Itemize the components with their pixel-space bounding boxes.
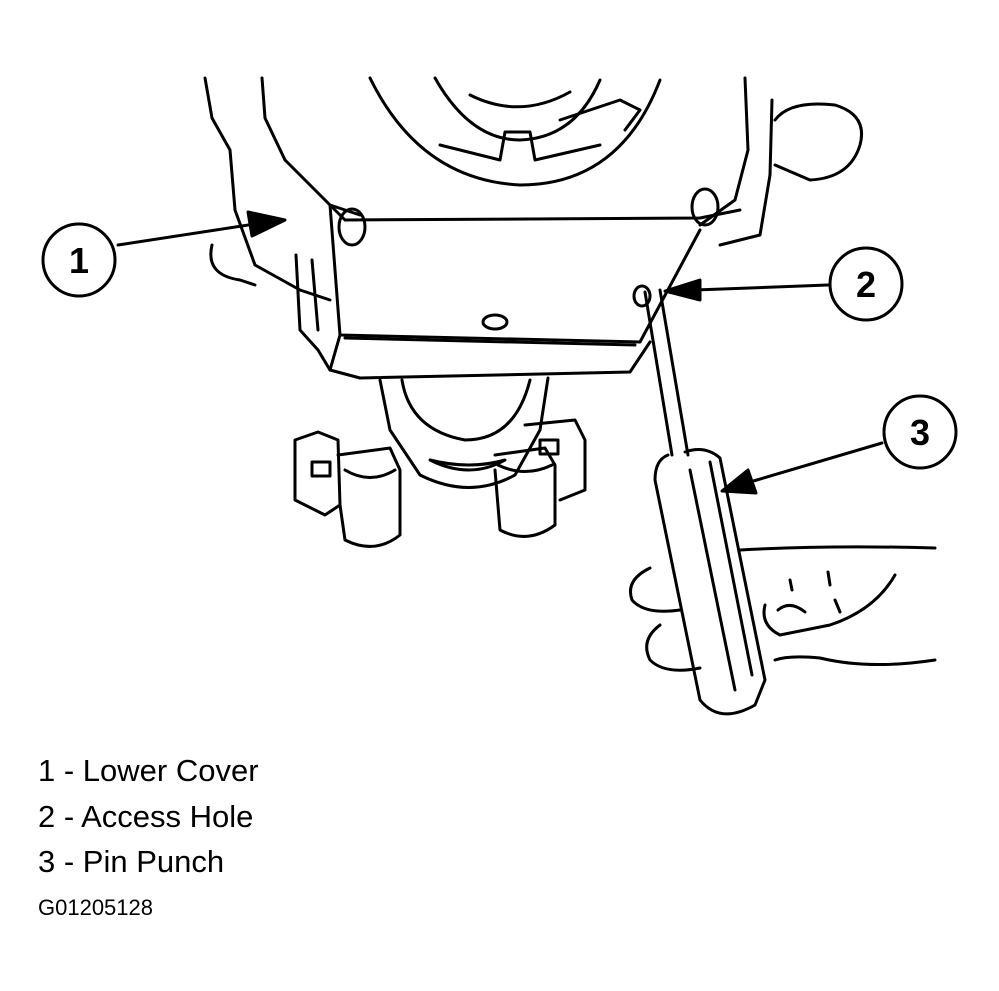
hand	[629, 545, 937, 672]
callout-number-1: 1	[69, 240, 89, 281]
legend-item-2: 2 - Access Hole	[38, 798, 254, 834]
callout-circle-2	[828, 246, 904, 322]
callout-circle-3	[882, 394, 958, 470]
leader-arrow-1	[116, 210, 287, 247]
diagram-illustration: 1 2 3	[41, 76, 958, 716]
column-housing	[203, 76, 863, 302]
connector-assembly	[293, 376, 587, 548]
legend-item-3: 3 - Pin Punch	[38, 844, 225, 879]
callout-number-3: 3	[910, 412, 930, 453]
callout-circle-1	[41, 222, 117, 298]
pin-punch	[643, 288, 767, 716]
leader-arrow-3	[720, 441, 884, 495]
legend-item-1: 1 - Lower Cover	[38, 753, 259, 788]
callout-number-2: 2	[856, 264, 876, 305]
lower-cover	[294, 203, 742, 380]
legend: 1 - Lower Cover 2 - Access Hole 3 - Pin …	[38, 748, 259, 885]
leader-arrow-2	[663, 278, 830, 302]
figure-id: G01205128	[38, 895, 153, 920]
